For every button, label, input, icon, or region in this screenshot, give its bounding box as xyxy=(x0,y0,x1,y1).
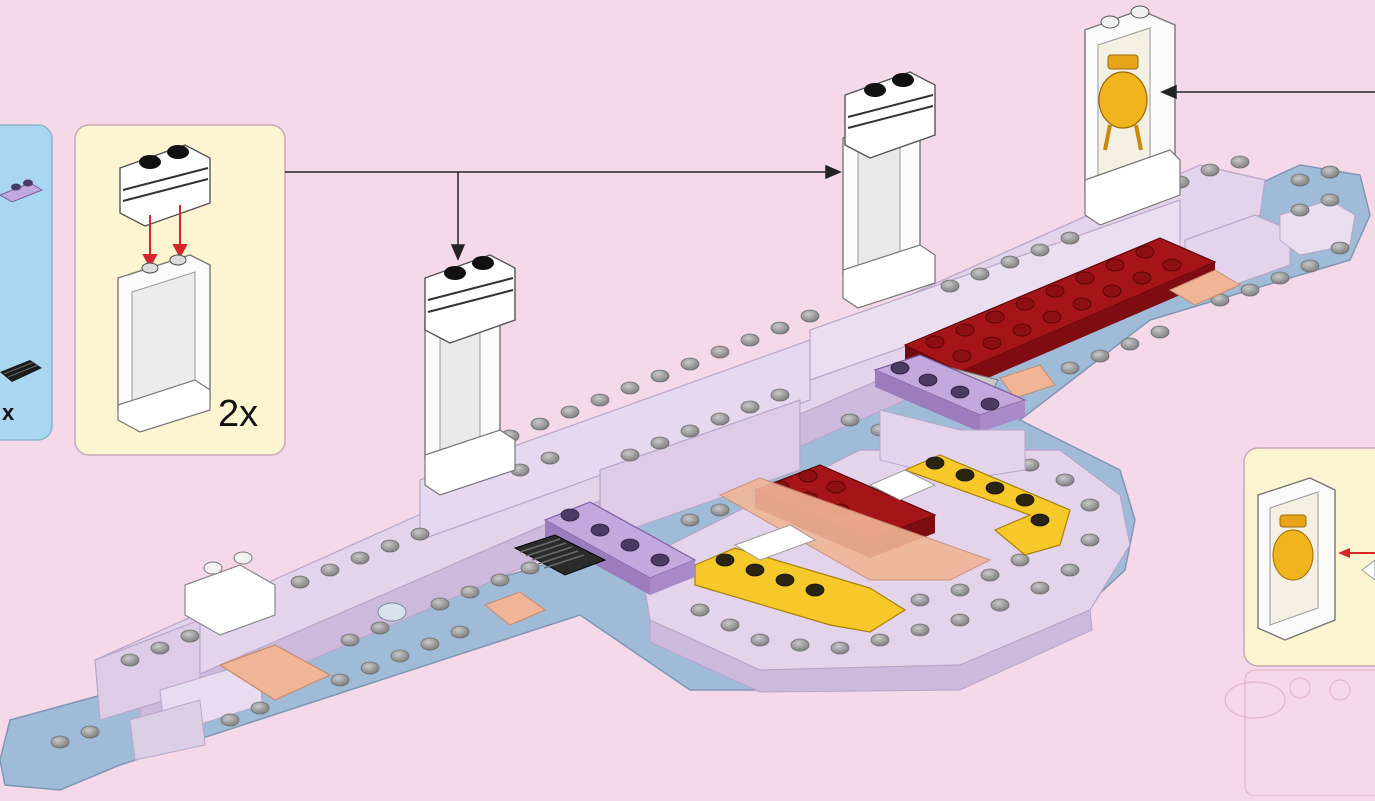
callout-right-partial xyxy=(1244,448,1375,666)
round-plate-transparent xyxy=(378,603,406,621)
brick-white-top-left xyxy=(425,255,515,343)
callout-window-frame-icon xyxy=(118,255,210,432)
brick-white-top-middle xyxy=(845,72,935,158)
window-frame-decorated-top xyxy=(1085,6,1180,225)
quantity-label-left: x xyxy=(2,400,14,426)
callout-left-partial xyxy=(0,125,52,440)
next-step-ghost xyxy=(1225,670,1375,796)
quantity-label-main: 2x xyxy=(218,393,258,436)
